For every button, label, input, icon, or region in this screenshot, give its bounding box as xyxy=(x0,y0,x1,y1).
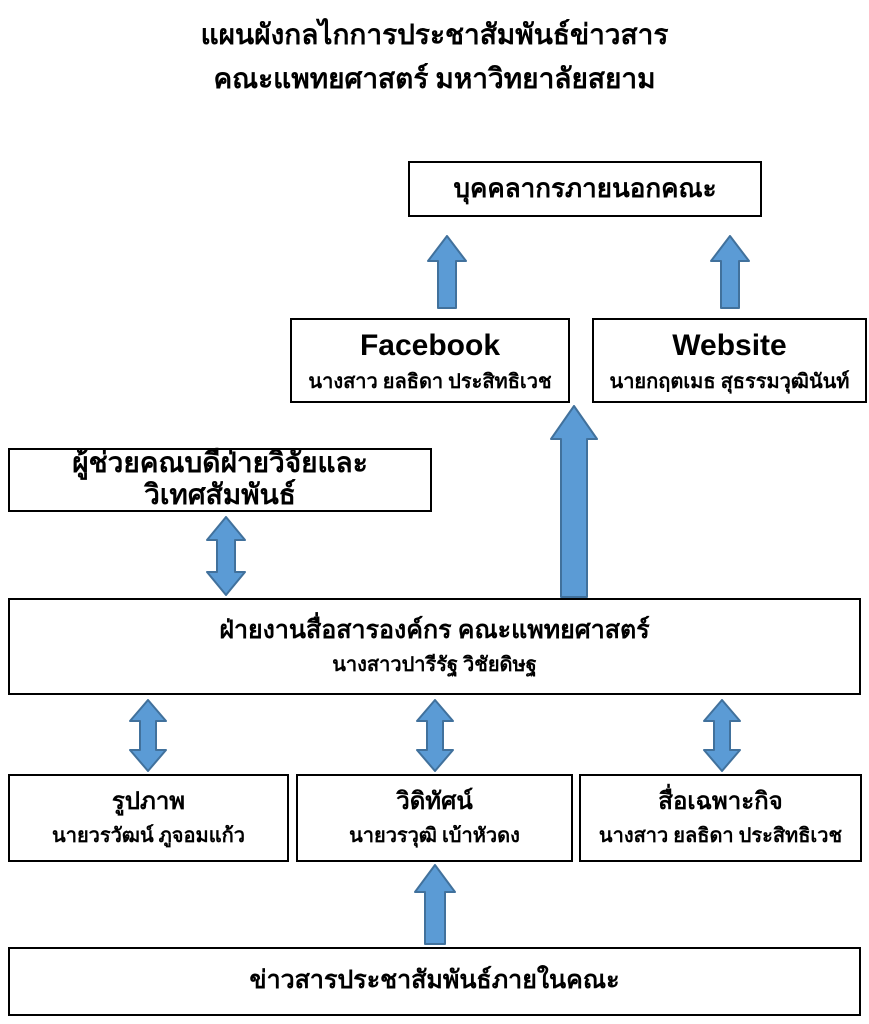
title-line-1: แผนผังกลไกการประชาสัมพันธ์ข่าวสาร xyxy=(200,20,669,51)
node-video: วิดิทัศน์ นายวรวุฒิ เบ้าหัวดง xyxy=(296,774,573,862)
up-arrow-facebook-to-external xyxy=(427,235,467,309)
double-arrow-comms-special-media xyxy=(703,699,741,772)
node-assistant-dean-label: ผู้ช่วยคณบดีฝ่ายวิจัยและวิเทศสัมพันธ์ xyxy=(72,447,368,511)
node-website-person: นายกฤตเมธ สุธรรมวุฒินันท์ xyxy=(609,370,850,393)
node-photo-person: นายวรวัฒน์ ภูจอมแก้ว xyxy=(52,824,245,847)
node-facebook-title: Facebook xyxy=(359,328,501,362)
node-video-title: วิดิทัศน์ xyxy=(396,789,473,816)
node-website-title: Website xyxy=(672,328,787,362)
node-website: Website นายกฤตเมธ สุธรรมวุฒินันท์ xyxy=(592,318,867,403)
node-internal-news: ข่าวสารประชาสัมพันธ์ภายในคณะ xyxy=(8,947,861,1016)
title-line-2: คณะแพทยศาสตร์ มหาวิทยาลัยสยาม xyxy=(213,64,656,95)
node-photo: รูปภาพ นายวรวัฒน์ ภูจอมแก้ว xyxy=(8,774,289,862)
node-video-person: นายวรวุฒิ เบ้าหัวดง xyxy=(349,824,520,847)
node-external-personnel-label: บุคคลากรภายนอกคณะ xyxy=(453,174,717,204)
node-external-personnel: บุคคลากรภายนอกคณะ xyxy=(408,161,762,217)
diagram-title: แผนผังกลไกการประชาสัมพันธ์ข่าวสาร คณะแพท… xyxy=(0,14,869,102)
double-arrow-comms-photo xyxy=(129,699,167,772)
up-arrow-website-to-external xyxy=(710,235,750,309)
node-internal-news-label: ข่าวสารประชาสัมพันธ์ภายในคณะ xyxy=(249,967,620,995)
node-facebook: Facebook นางสาว ยลธิดา ประสิทธิเวช xyxy=(290,318,570,403)
double-arrow-comms-video xyxy=(416,699,454,772)
node-facebook-person: นางสาว ยลธิดา ประสิทธิเวช xyxy=(308,370,552,393)
node-special-media-title: สื่อเฉพาะกิจ xyxy=(658,789,783,816)
up-arrow-internal-news xyxy=(414,864,456,945)
node-comms-dept-title: ฝ่ายงานสื่อสารองค์กร คณะแพทยศาสตร์ xyxy=(219,617,650,645)
node-comms-dept: ฝ่ายงานสื่อสารองค์กร คณะแพทยศาสตร์ นางสา… xyxy=(8,598,861,695)
node-comms-dept-person: นางสาวปารีรัฐ วิชัยดิษฐ xyxy=(332,653,537,676)
node-assistant-dean: ผู้ช่วยคณบดีฝ่ายวิจัยและวิเทศสัมพันธ์ xyxy=(8,448,432,512)
node-special-media: สื่อเฉพาะกิจ นางสาว ยลธิดา ประสิทธิเวช xyxy=(579,774,862,862)
up-arrow-comms-to-channels xyxy=(550,405,598,598)
node-special-media-person: นางสาว ยลธิดา ประสิทธิเวช xyxy=(598,824,843,847)
node-photo-title: รูปภาพ xyxy=(111,789,186,816)
double-arrow-assistant-comms xyxy=(206,516,246,596)
